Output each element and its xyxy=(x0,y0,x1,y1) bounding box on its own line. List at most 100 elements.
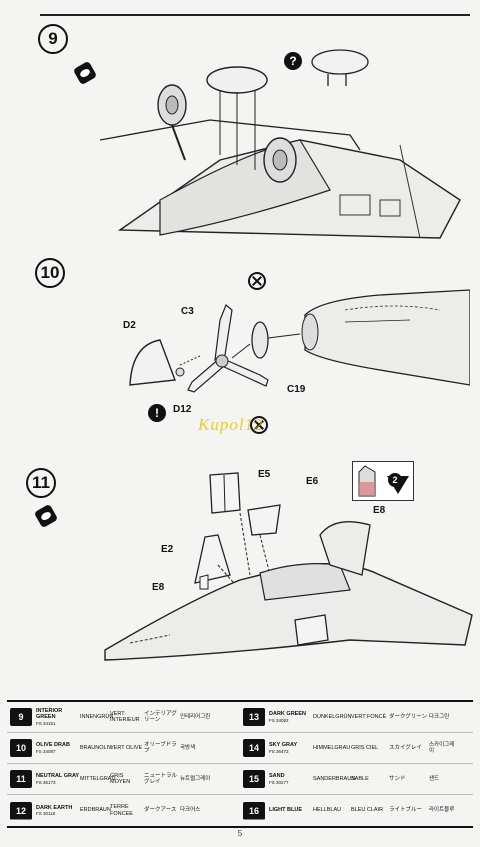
paint-number: 10 xyxy=(10,739,32,757)
paint-name-text: SKY GRAY xyxy=(269,742,298,749)
paint-name-jp: サンド xyxy=(389,775,406,782)
paint-number: 9 xyxy=(10,708,32,726)
paint-name-jp: ライトブルー xyxy=(389,807,423,814)
paint-fs-code: FS 34092 xyxy=(269,717,289,723)
paint-name-jp: オリーブドラブ xyxy=(144,741,177,754)
paint-name-jp: ダークグリーン xyxy=(389,713,428,720)
paint-number: 12 xyxy=(10,801,32,820)
paint-name-fr: GRIS MOYEN xyxy=(110,772,131,785)
paint-name-fr: GRIS CIEL xyxy=(351,744,379,751)
caution-icon: ! xyxy=(148,404,166,422)
paint-name-de: ERDBRAUN xyxy=(80,807,111,814)
part-label-e6: E6 xyxy=(306,476,319,487)
paint-name-de: MITTELGRAU xyxy=(80,775,116,782)
paint-name-fr: VERT INTERIEUR xyxy=(110,710,140,723)
part-label-e2: E2 xyxy=(161,544,174,555)
paint-entry: 16 LIGHT BLUE HELLBLAU BLEU CLAIR ライトブルー… xyxy=(240,801,473,820)
paint-name-kr: 스카이그레이 xyxy=(429,741,455,754)
reference-box: 2 xyxy=(352,461,414,501)
paint-number: 13 xyxy=(243,708,265,726)
paint-name-text: INTERIOR GREEN xyxy=(36,708,63,721)
step-9-number: 9 xyxy=(38,24,68,54)
glue-icon-2: ⬬ xyxy=(33,503,59,529)
paint-name: LIGHT BLUE xyxy=(269,807,313,813)
page-number: 5 xyxy=(237,829,243,838)
paint-number: 16 xyxy=(243,801,265,820)
paint-name-de: INNENGRÜN xyxy=(80,713,114,720)
paint-name-kr: 다크그린 xyxy=(429,713,450,720)
part-label-d2: D2 xyxy=(123,320,136,331)
step-10-number: 10 xyxy=(35,258,65,288)
paint-name-jp: インテリアグリーン xyxy=(144,710,177,723)
paint-fs-code: FS 30277 xyxy=(269,779,289,785)
paint-name-text: SAND xyxy=(269,773,285,780)
paint-fs-code: FS 36173 xyxy=(36,779,56,785)
reference-badge: 2 xyxy=(388,473,402,487)
part-label-e8-reference: E8 xyxy=(373,505,386,516)
optional-part-icon: ? xyxy=(284,52,302,70)
paint-fs-code: FS 34087 xyxy=(36,748,56,754)
part-label-c19: C19 xyxy=(287,384,306,395)
paint-name-kr: 라이트블루 xyxy=(429,807,455,814)
paint-name-jp: スカイグレイ xyxy=(389,744,422,751)
no-glue-icon xyxy=(248,272,266,290)
paint-name-kr: 다크어스 xyxy=(180,807,201,814)
part-label-d12: D12 xyxy=(173,404,192,415)
paint-number: 14 xyxy=(243,739,265,757)
paint-name-fr: VERT OLIVE xyxy=(110,744,143,751)
paint-name-de: DUNKELGRÜN xyxy=(313,713,352,720)
paint-name-de: HIMMELGRAU xyxy=(313,744,351,751)
paint-name-fr: BLEU CLAIR xyxy=(351,807,384,814)
part-label-c3: C3 xyxy=(181,306,194,317)
paint-name-de: SANDERBRAUN xyxy=(313,775,356,782)
paint-name-kr: 샌드 xyxy=(429,775,440,782)
paint-name-jp: ダークアース xyxy=(144,807,177,814)
paint-name-fr: SABLE xyxy=(351,775,369,782)
part-label-e5: E5 xyxy=(258,469,271,480)
paint-number: 11 xyxy=(10,770,32,788)
glue-icon: ⬬ xyxy=(72,60,98,86)
paint-name-kr: 인테리어그린 xyxy=(180,713,211,720)
step-10-drawing xyxy=(129,289,470,393)
paint-name-text: LIGHT BLUE xyxy=(269,807,302,814)
paint-name-kr: 뉴트럴그레이 xyxy=(180,775,211,782)
paint-name-fr: TERRE FONCEE xyxy=(110,804,133,817)
paint-name-text: OLIVE DRAB xyxy=(36,742,70,749)
top-rule xyxy=(40,14,470,16)
part-label-e8: E8 xyxy=(152,582,165,593)
paint-number: 15 xyxy=(243,770,265,788)
step-9-drawing xyxy=(100,49,461,239)
paint-name-jp: ニュートラルグレイ xyxy=(144,772,178,785)
paint-name-text: NEUTRAL GRAY xyxy=(36,773,80,780)
watermark-text: Kupol12 xyxy=(198,415,264,434)
paint-name-de: HELLBLAU xyxy=(313,807,342,814)
paint-fs-code: FS 34151 xyxy=(36,720,56,726)
step-11-number: 11 xyxy=(26,468,56,498)
paint-name-text: DARK GREEN xyxy=(269,711,306,718)
paint-name-de: BRAUNOLIV xyxy=(80,744,112,751)
paint-name-fr: VERT FONCÉ xyxy=(351,713,387,720)
paint-name-kr: 국방색 xyxy=(180,744,196,751)
paint-fs-code: FS 36473 xyxy=(269,748,289,754)
paint-name-text: DARK EARTH xyxy=(36,804,73,811)
